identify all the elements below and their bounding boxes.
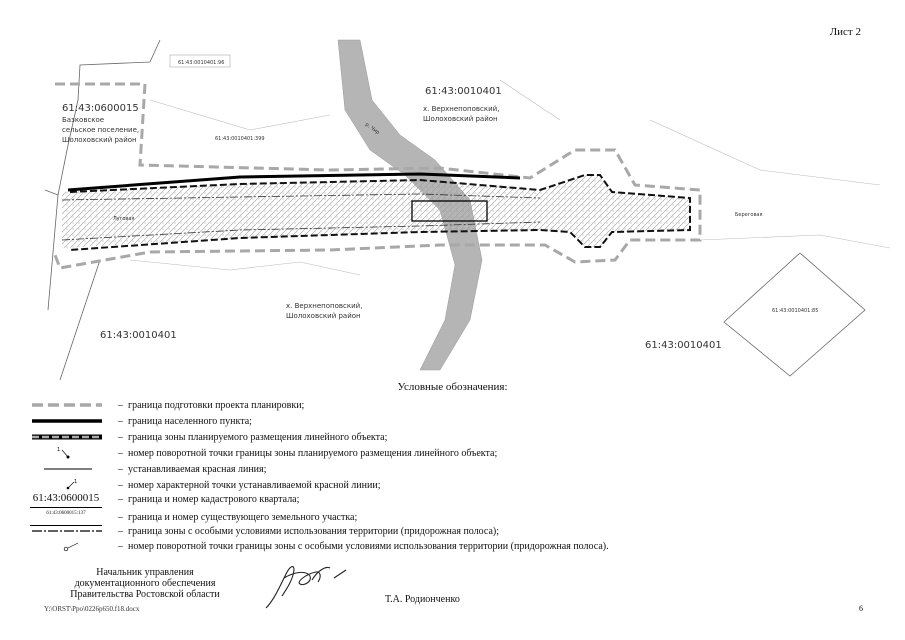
legend-symbol-point-marker: 1 — [66, 479, 77, 490]
legend-item: – устанавливаемая красная линия; — [30, 462, 850, 477]
quarter-label: 61:43:0010401 — [100, 330, 177, 341]
roadside-zone — [61, 193, 541, 201]
legend-symbol-parcel: 61:43:0600015:137 — [30, 510, 102, 526]
settlement-label: х. Верхнепоповский, Шолоховский район — [423, 105, 502, 123]
signer-title: Начальник управления документационного о… — [70, 567, 220, 600]
signer-name: Т.А. Родионченко — [385, 594, 460, 605]
legend-item: 1 – номер характерной точки устанавливае… — [30, 478, 850, 493]
plan-map: 61:43:0600015 61:43:0010401 61:43:001040… — [44, 39, 891, 380]
street-label: Береговая — [735, 212, 762, 218]
legend-symbol-gray-dash — [32, 403, 102, 407]
legend-symbol-dash-dot — [32, 530, 102, 532]
parcel-label: 61:43:0010401:85 — [772, 308, 818, 314]
legend-symbol-thin-line — [44, 468, 92, 470]
legend-item: – граница населенного пункта; — [30, 414, 850, 429]
legend-item: 61:43:0600015:137 – граница и номер суще… — [30, 510, 850, 526]
page-number: 6 — [859, 604, 863, 613]
street-label: Луговая — [113, 216, 134, 222]
settlement-label: Базковское сельское поселение, Шолоховск… — [62, 116, 141, 144]
handwritten-signature — [265, 565, 347, 609]
parcel-label: 61:43:0010401:399 — [215, 136, 265, 142]
bridge-box — [411, 200, 488, 222]
parcel-right — [723, 252, 866, 377]
legend-item: 1 – номер поворотной точки границы зоны … — [30, 446, 850, 461]
legend-item: – граница зоны планируемого размещения л… — [30, 430, 850, 445]
legend-title: Условные обозначения: — [397, 381, 508, 393]
svg-text:1: 1 — [57, 447, 60, 453]
background-features — [129, 54, 891, 276]
legend-item: 61:43:0600015 – граница и номер кадастро… — [30, 492, 850, 509]
sheet-label: Лист 2 — [829, 26, 861, 38]
quarter-label: 61:43:0010401 — [645, 340, 722, 351]
legend-symbol-zone — [32, 434, 102, 440]
legend-symbol-open-point — [63, 542, 79, 552]
svg-text:1: 1 — [74, 479, 77, 485]
quarter-label: 61:43:0600015 — [62, 103, 139, 114]
file-path: Y:\ORST\Ppo\0226p650.f18.docx — [44, 605, 140, 613]
cadastral-boundaries — [44, 39, 866, 380]
settlement-label: х. Верхнепоповский, Шолоховский район — [286, 302, 365, 320]
river — [337, 39, 483, 371]
parcel-label: 61:43:0010401:96 — [178, 60, 224, 66]
linear-object-zone — [69, 174, 691, 251]
legend-item: – граница зоны с особыми условиями испол… — [30, 524, 850, 539]
legend-symbol-turning-point: 1 — [57, 447, 70, 459]
legend-item: – номер поворотной точки границы зоны с … — [30, 539, 850, 554]
quarter-label: 61:43:0010401 — [425, 86, 502, 97]
road-corridor — [62, 175, 690, 248]
planning-boundary — [53, 82, 702, 270]
legend-symbol-quarter: 61:43:0600015 — [30, 492, 102, 508]
settlement-boundary — [67, 172, 521, 192]
legend-symbol-black-line — [32, 419, 102, 423]
legend-item: – граница подготовки проекта планировки; — [30, 398, 850, 413]
